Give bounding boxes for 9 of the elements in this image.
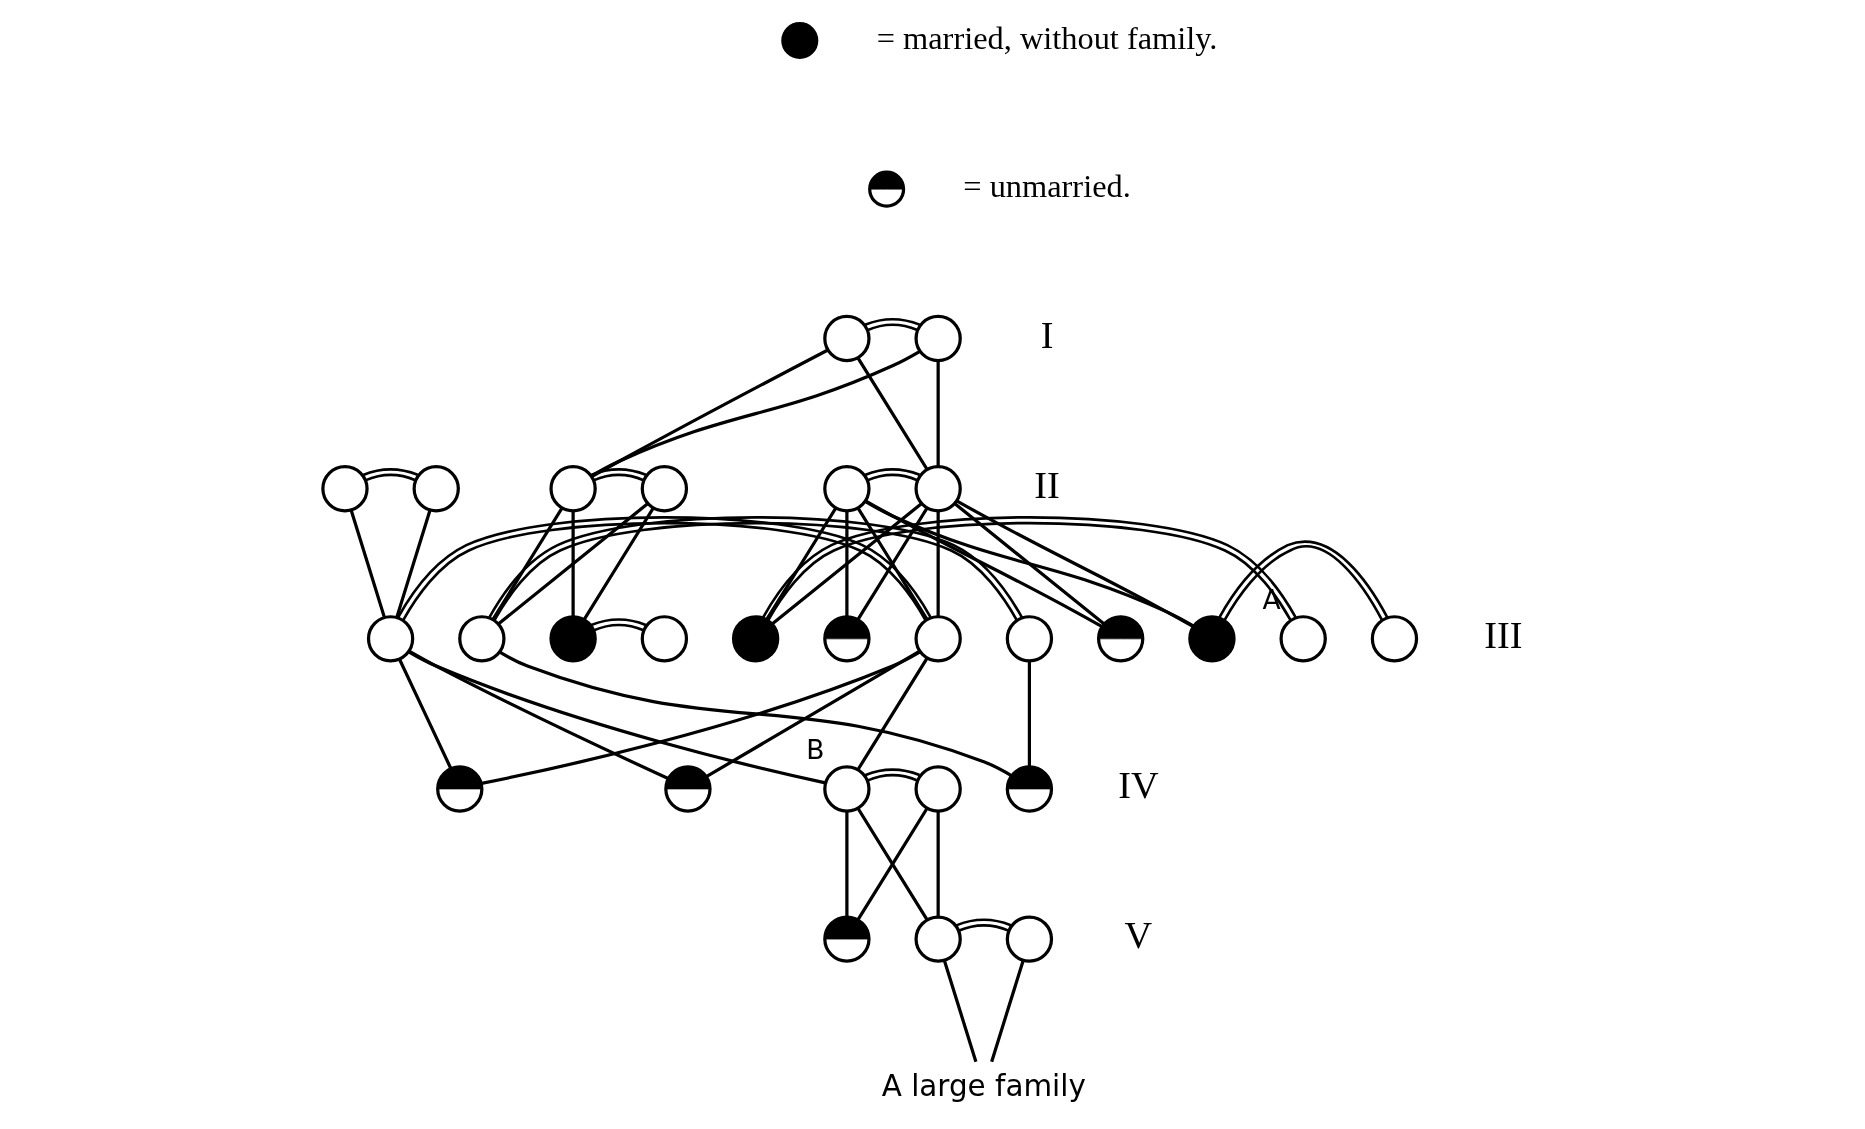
- label: III: [1483, 614, 1522, 657]
- node-label: B: [805, 733, 824, 765]
- label: V: [1124, 914, 1152, 957]
- legend-label: = married, without family.: [876, 19, 1217, 56]
- legend-label: = unmarried.: [962, 168, 1131, 205]
- label: II: [1033, 463, 1060, 506]
- label: IV: [1117, 764, 1159, 807]
- node-text: A large family: [881, 1068, 1086, 1103]
- label: I: [1040, 313, 1053, 356]
